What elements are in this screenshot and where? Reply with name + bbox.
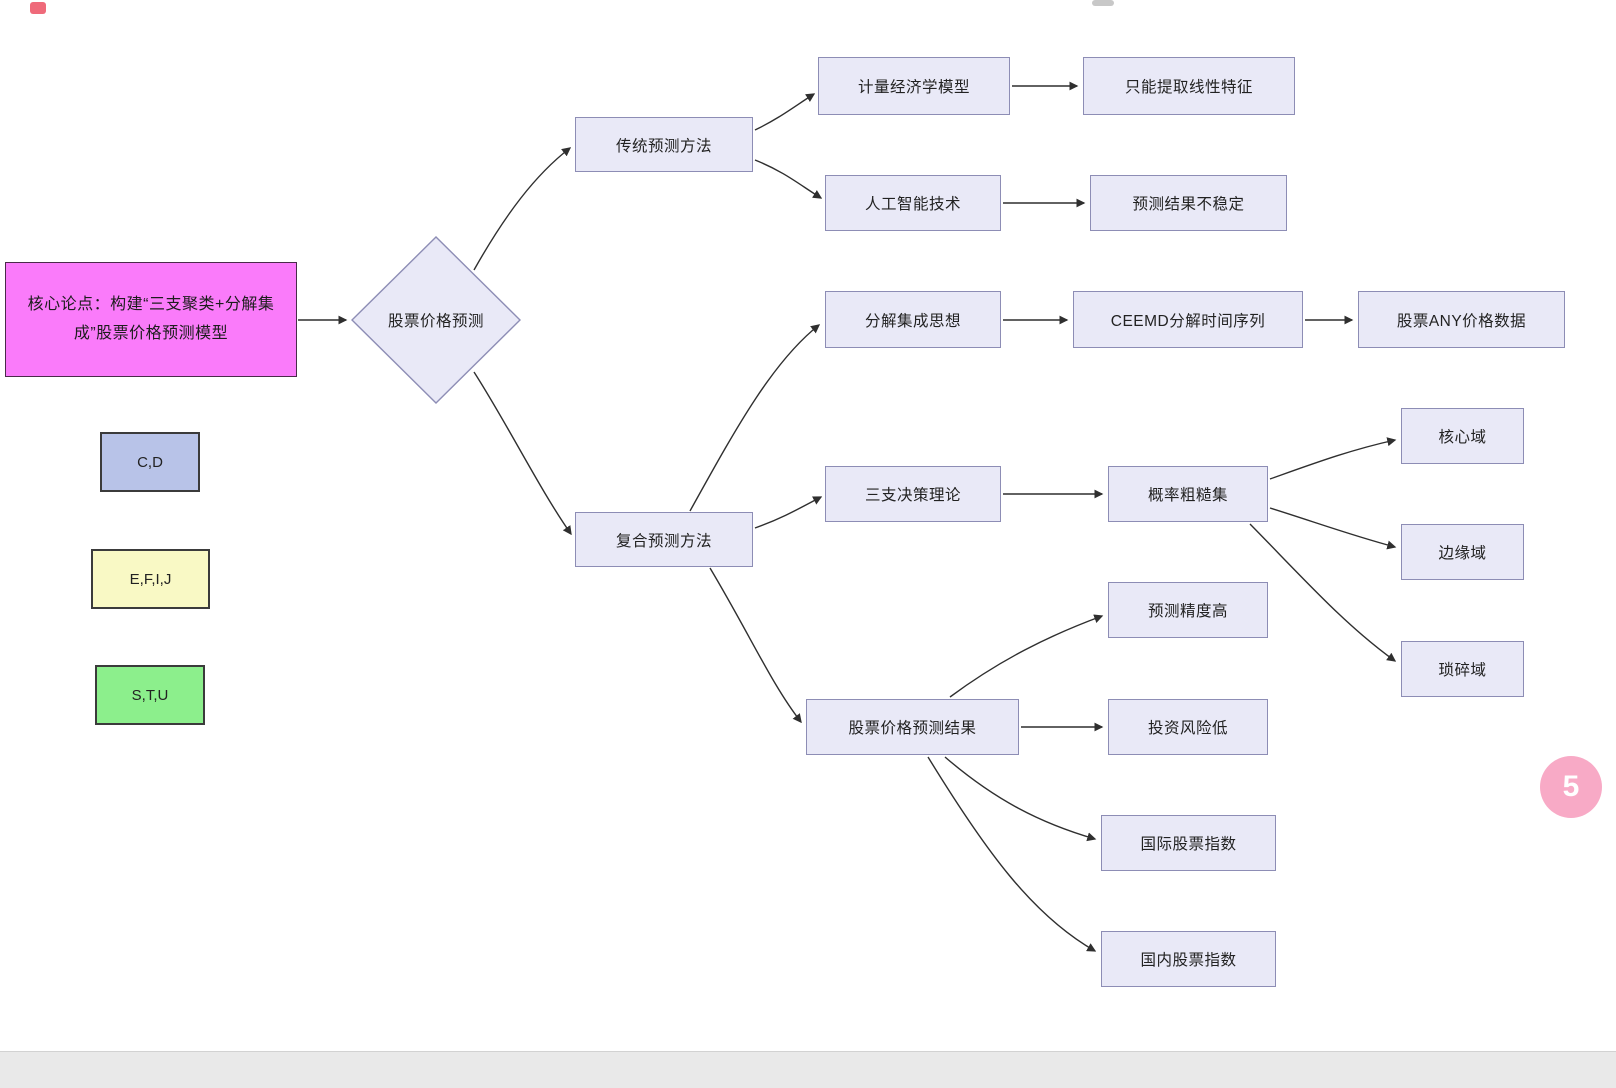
legend-cd-label: C,D [137, 453, 163, 471]
edge-result-to-domestic [927, 756, 1097, 952]
node-ceemd-decomposition[interactable]: CEEMD分解时间序列 [1073, 291, 1303, 348]
node-label: 人工智能技术 [864, 196, 961, 213]
node-stock-price-prediction[interactable]: 股票价格预测 [387, 313, 484, 330]
legend-efij[interactable]: E,F,I,J [91, 549, 210, 609]
node-label: 国际股票指数 [1140, 836, 1237, 853]
edge-diamond-to-composite [473, 371, 572, 536]
floating-badge[interactable]: 5 [1540, 756, 1602, 818]
node-high-accuracy[interactable]: 预测精度高 [1108, 582, 1268, 638]
node-boundary-region[interactable]: 边缘域 [1401, 524, 1524, 580]
node-ai-technology[interactable]: 人工智能技术 [825, 175, 1001, 231]
edge-roughset-to-boundary [1269, 507, 1397, 550]
node-label: 只能提取线性特征 [1124, 79, 1253, 96]
node-domestic-stock-index[interactable]: 国内股票指数 [1101, 931, 1276, 987]
node-stock-any-price-data[interactable]: 股票ANY价格数据 [1358, 291, 1565, 348]
edge-diamond-to-traditional [473, 147, 572, 271]
node-international-stock-index[interactable]: 国际股票指数 [1101, 815, 1276, 871]
top-left-mark [30, 2, 46, 14]
node-linear-features-only[interactable]: 只能提取线性特征 [1083, 57, 1295, 115]
node-composite-methods[interactable]: 复合预测方法 [575, 512, 753, 567]
node-label: 边缘域 [1438, 545, 1487, 562]
node-label: 投资风险低 [1147, 720, 1228, 737]
node-label: 预测精度高 [1147, 603, 1228, 620]
edge-traditional-to-econometric [754, 93, 816, 131]
edge-result-to-accuracy [949, 614, 1104, 698]
node-core-thesis[interactable]: 核心论点：构建“三支聚类+分解集成”股票价格预测模型 [5, 262, 297, 377]
node-unstable-results[interactable]: 预测结果不稳定 [1090, 175, 1287, 231]
node-label: CEEMD分解时间序列 [1110, 312, 1266, 330]
node-label: 预测结果不稳定 [1132, 196, 1245, 213]
legend-stu-label: S,T,U [131, 686, 169, 704]
edge-roughset-to-trivial [1249, 523, 1397, 662]
legend-efij-label: E,F,I,J [129, 570, 172, 588]
node-core-region[interactable]: 核心域 [1401, 408, 1524, 464]
node-label: 三支决策理论 [864, 487, 961, 504]
node-label: 琐碎域 [1438, 662, 1487, 679]
node-three-way-decision-theory[interactable]: 三支决策理论 [825, 466, 1001, 522]
node-decomposition-integration[interactable]: 分解集成思想 [825, 291, 1001, 348]
node-label: 股票ANY价格数据 [1396, 312, 1527, 330]
node-econometric-model[interactable]: 计量经济学模型 [818, 57, 1010, 115]
node-prediction-results[interactable]: 股票价格预测结果 [806, 699, 1019, 755]
node-label: 国内股票指数 [1140, 952, 1237, 969]
edge-composite-to-result [709, 567, 802, 724]
edge-traditional-to-ai [754, 159, 823, 199]
node-core-thesis-label: 核心论点：构建“三支聚类+分解集成”股票价格预测模型 [27, 295, 275, 342]
bottom-bar [0, 1051, 1616, 1088]
node-label: 分解集成思想 [864, 312, 961, 330]
legend-stu[interactable]: S,T,U [95, 665, 205, 725]
node-label: 复合预测方法 [615, 532, 712, 550]
edge-result-to-intl [944, 756, 1097, 842]
node-traditional-methods[interactable]: 传统预测方法 [575, 117, 753, 172]
node-label: 核心域 [1438, 429, 1487, 446]
node-label: 概率粗糙集 [1147, 487, 1228, 504]
node-probabilistic-rough-set[interactable]: 概率粗糙集 [1108, 466, 1268, 522]
edge-composite-to-decomposition [689, 324, 821, 512]
node-label: 股票价格预测结果 [848, 720, 977, 737]
legend-cd[interactable]: C,D [100, 432, 200, 492]
node-low-investment-risk[interactable]: 投资风险低 [1108, 699, 1268, 755]
edge-roughset-to-core [1269, 437, 1397, 480]
diamond-shape[interactable] [351, 236, 521, 404]
node-label: 传统预测方法 [615, 137, 712, 155]
top-gray-mark [1092, 0, 1114, 6]
node-label: 计量经济学模型 [857, 79, 970, 96]
node-trivial-region[interactable]: 琐碎域 [1401, 641, 1524, 697]
edge-composite-to-threeway [754, 496, 823, 529]
